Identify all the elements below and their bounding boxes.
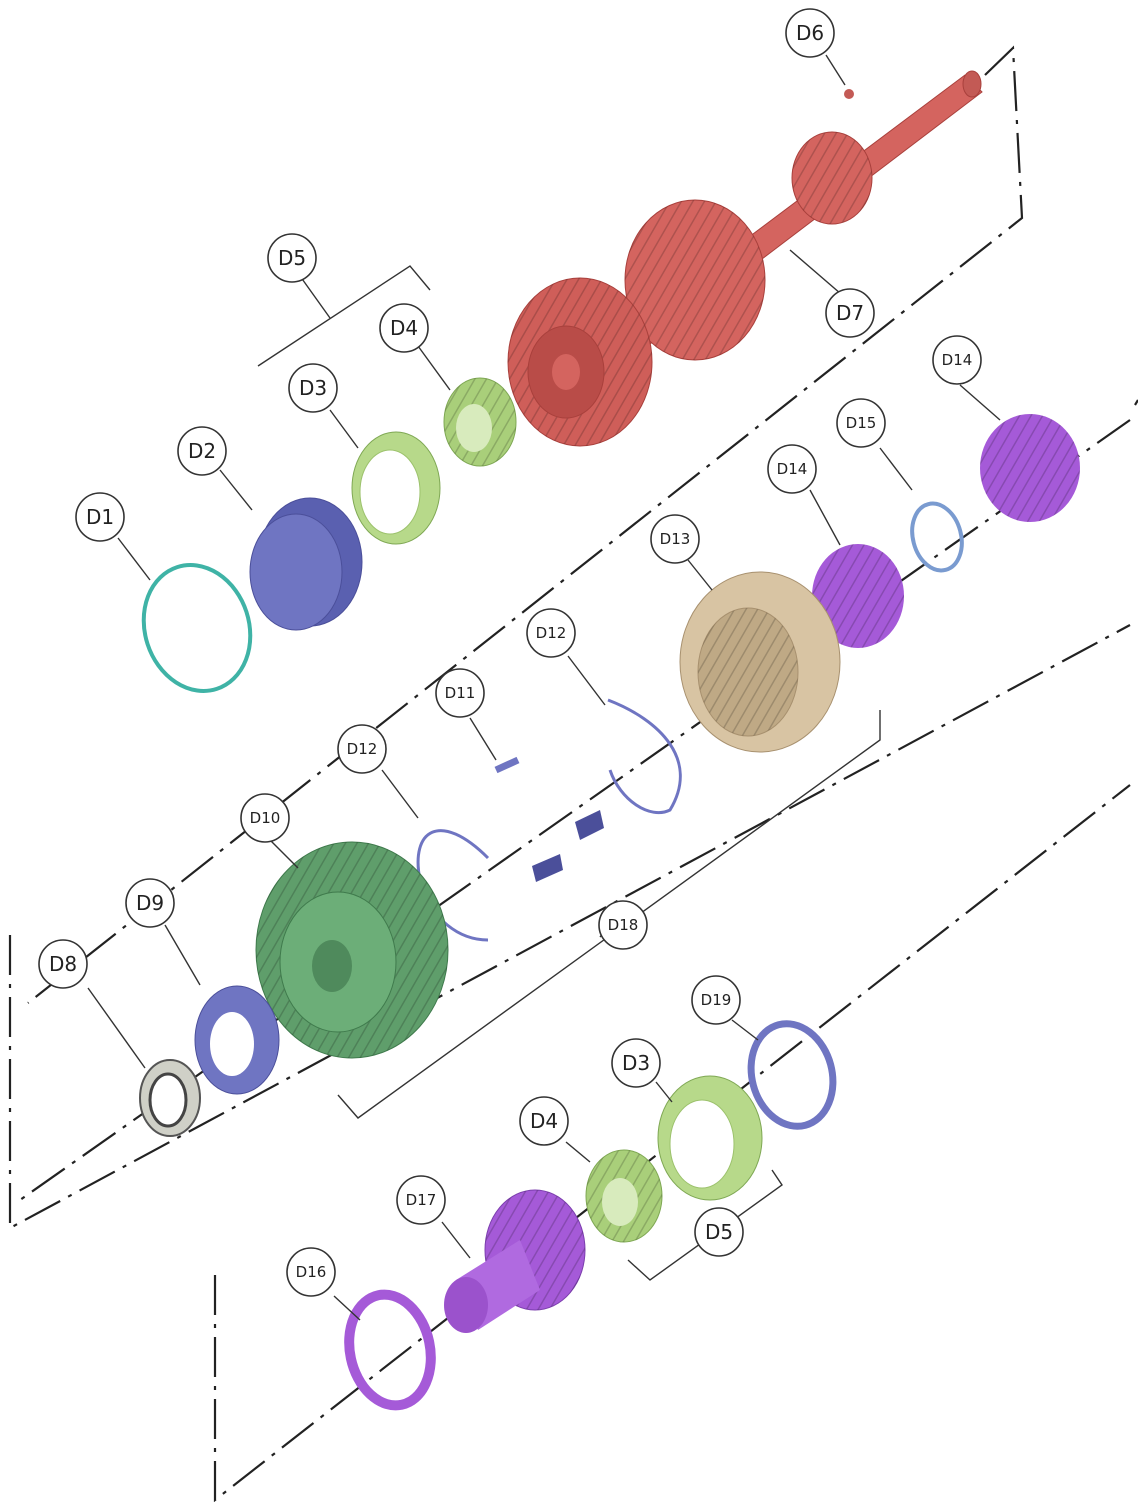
bearing-d8 [139,1059,201,1137]
callout-d3-top: D3 [288,363,338,413]
callout-d9: D9 [125,878,175,928]
seal-ring-d1 [141,563,253,693]
callout-d12-left: D12 [337,724,387,774]
hub-d17 [444,1189,586,1333]
key-d11 [494,756,520,774]
callout-d12-right: D12 [526,608,576,658]
washer-d9 [194,985,280,1095]
group-outline-lower [213,784,1131,1502]
callout-d6: D6 [785,8,835,58]
callout-d11: D11 [435,668,485,718]
bracket-d5-top [257,265,431,367]
label-d13: D13 [660,530,691,548]
callout-d14-right: D14 [932,335,982,385]
callout-d4-top: D4 [379,303,429,353]
label-d4-bottom: D4 [530,1109,558,1133]
label-d12-right: D12 [536,624,567,642]
label-d3-bottom: D3 [622,1051,650,1075]
callout-d5-bottom: D5 [694,1207,744,1257]
gear-d10 [255,841,449,1059]
label-d4-top: D4 [390,316,418,340]
leader-lines [87,54,1001,1321]
sleeve-d13 [679,571,841,753]
label-d5-top: D5 [278,246,306,270]
callout-d4-bottom: D4 [519,1096,569,1146]
label-d2: D2 [188,439,216,463]
callout-d14-left: D14 [767,444,817,494]
label-d15: D15 [846,414,877,432]
callout-d3-bottom: D3 [611,1038,661,1088]
ring-d3-top [351,431,441,545]
callout-d17: D17 [396,1175,446,1225]
label-d14-left: D14 [777,460,808,478]
callout-d16: D16 [286,1247,336,1297]
label-d11: D11 [445,684,476,702]
ring-d19 [747,1020,837,1130]
snap-ring-d15 [910,501,964,573]
ring-d16 [344,1289,436,1411]
label-d10: D10 [250,809,281,827]
label-d1: D1 [86,505,114,529]
spring-d12-right [607,698,682,815]
needle-bearing-d14-left [812,544,904,648]
label-d3-top: D3 [299,376,327,400]
label-d18: D18 [608,916,639,934]
label-d6: D6 [796,21,824,45]
blocks-d18 [532,810,604,882]
callout-d10: D10 [240,793,290,843]
label-d17: D17 [406,1191,437,1209]
callout-d5-top: D5 [267,233,317,283]
callout-d2: D2 [177,426,227,476]
callout-d15: D15 [836,398,886,448]
label-d7: D7 [836,301,864,325]
label-d19: D19 [701,991,732,1009]
label-d16: D16 [296,1263,327,1281]
label-d14-right: D14 [942,351,973,369]
callout-d1: D1 [75,492,125,542]
piston-d2 [249,497,363,631]
label-d9: D9 [136,891,164,915]
callout-d13: D13 [650,514,700,564]
callout-d19: D19 [691,975,741,1025]
label-d8: D8 [49,952,77,976]
group-outline-upper [27,45,1024,1004]
callout-d8: D8 [38,939,88,989]
gear-d4-bottom [585,1149,663,1243]
label-d5-bottom: D5 [705,1220,733,1244]
label-d12-left: D12 [347,740,378,758]
ball-d6 [844,89,854,99]
callout-d7: D7 [825,288,875,338]
ring-d3-bottom [657,1075,763,1201]
needle-bearing-d14-right [980,414,1080,522]
gear-d4-top [443,377,517,467]
callout-d18: D18 [598,900,648,950]
main-shaft [507,70,983,447]
